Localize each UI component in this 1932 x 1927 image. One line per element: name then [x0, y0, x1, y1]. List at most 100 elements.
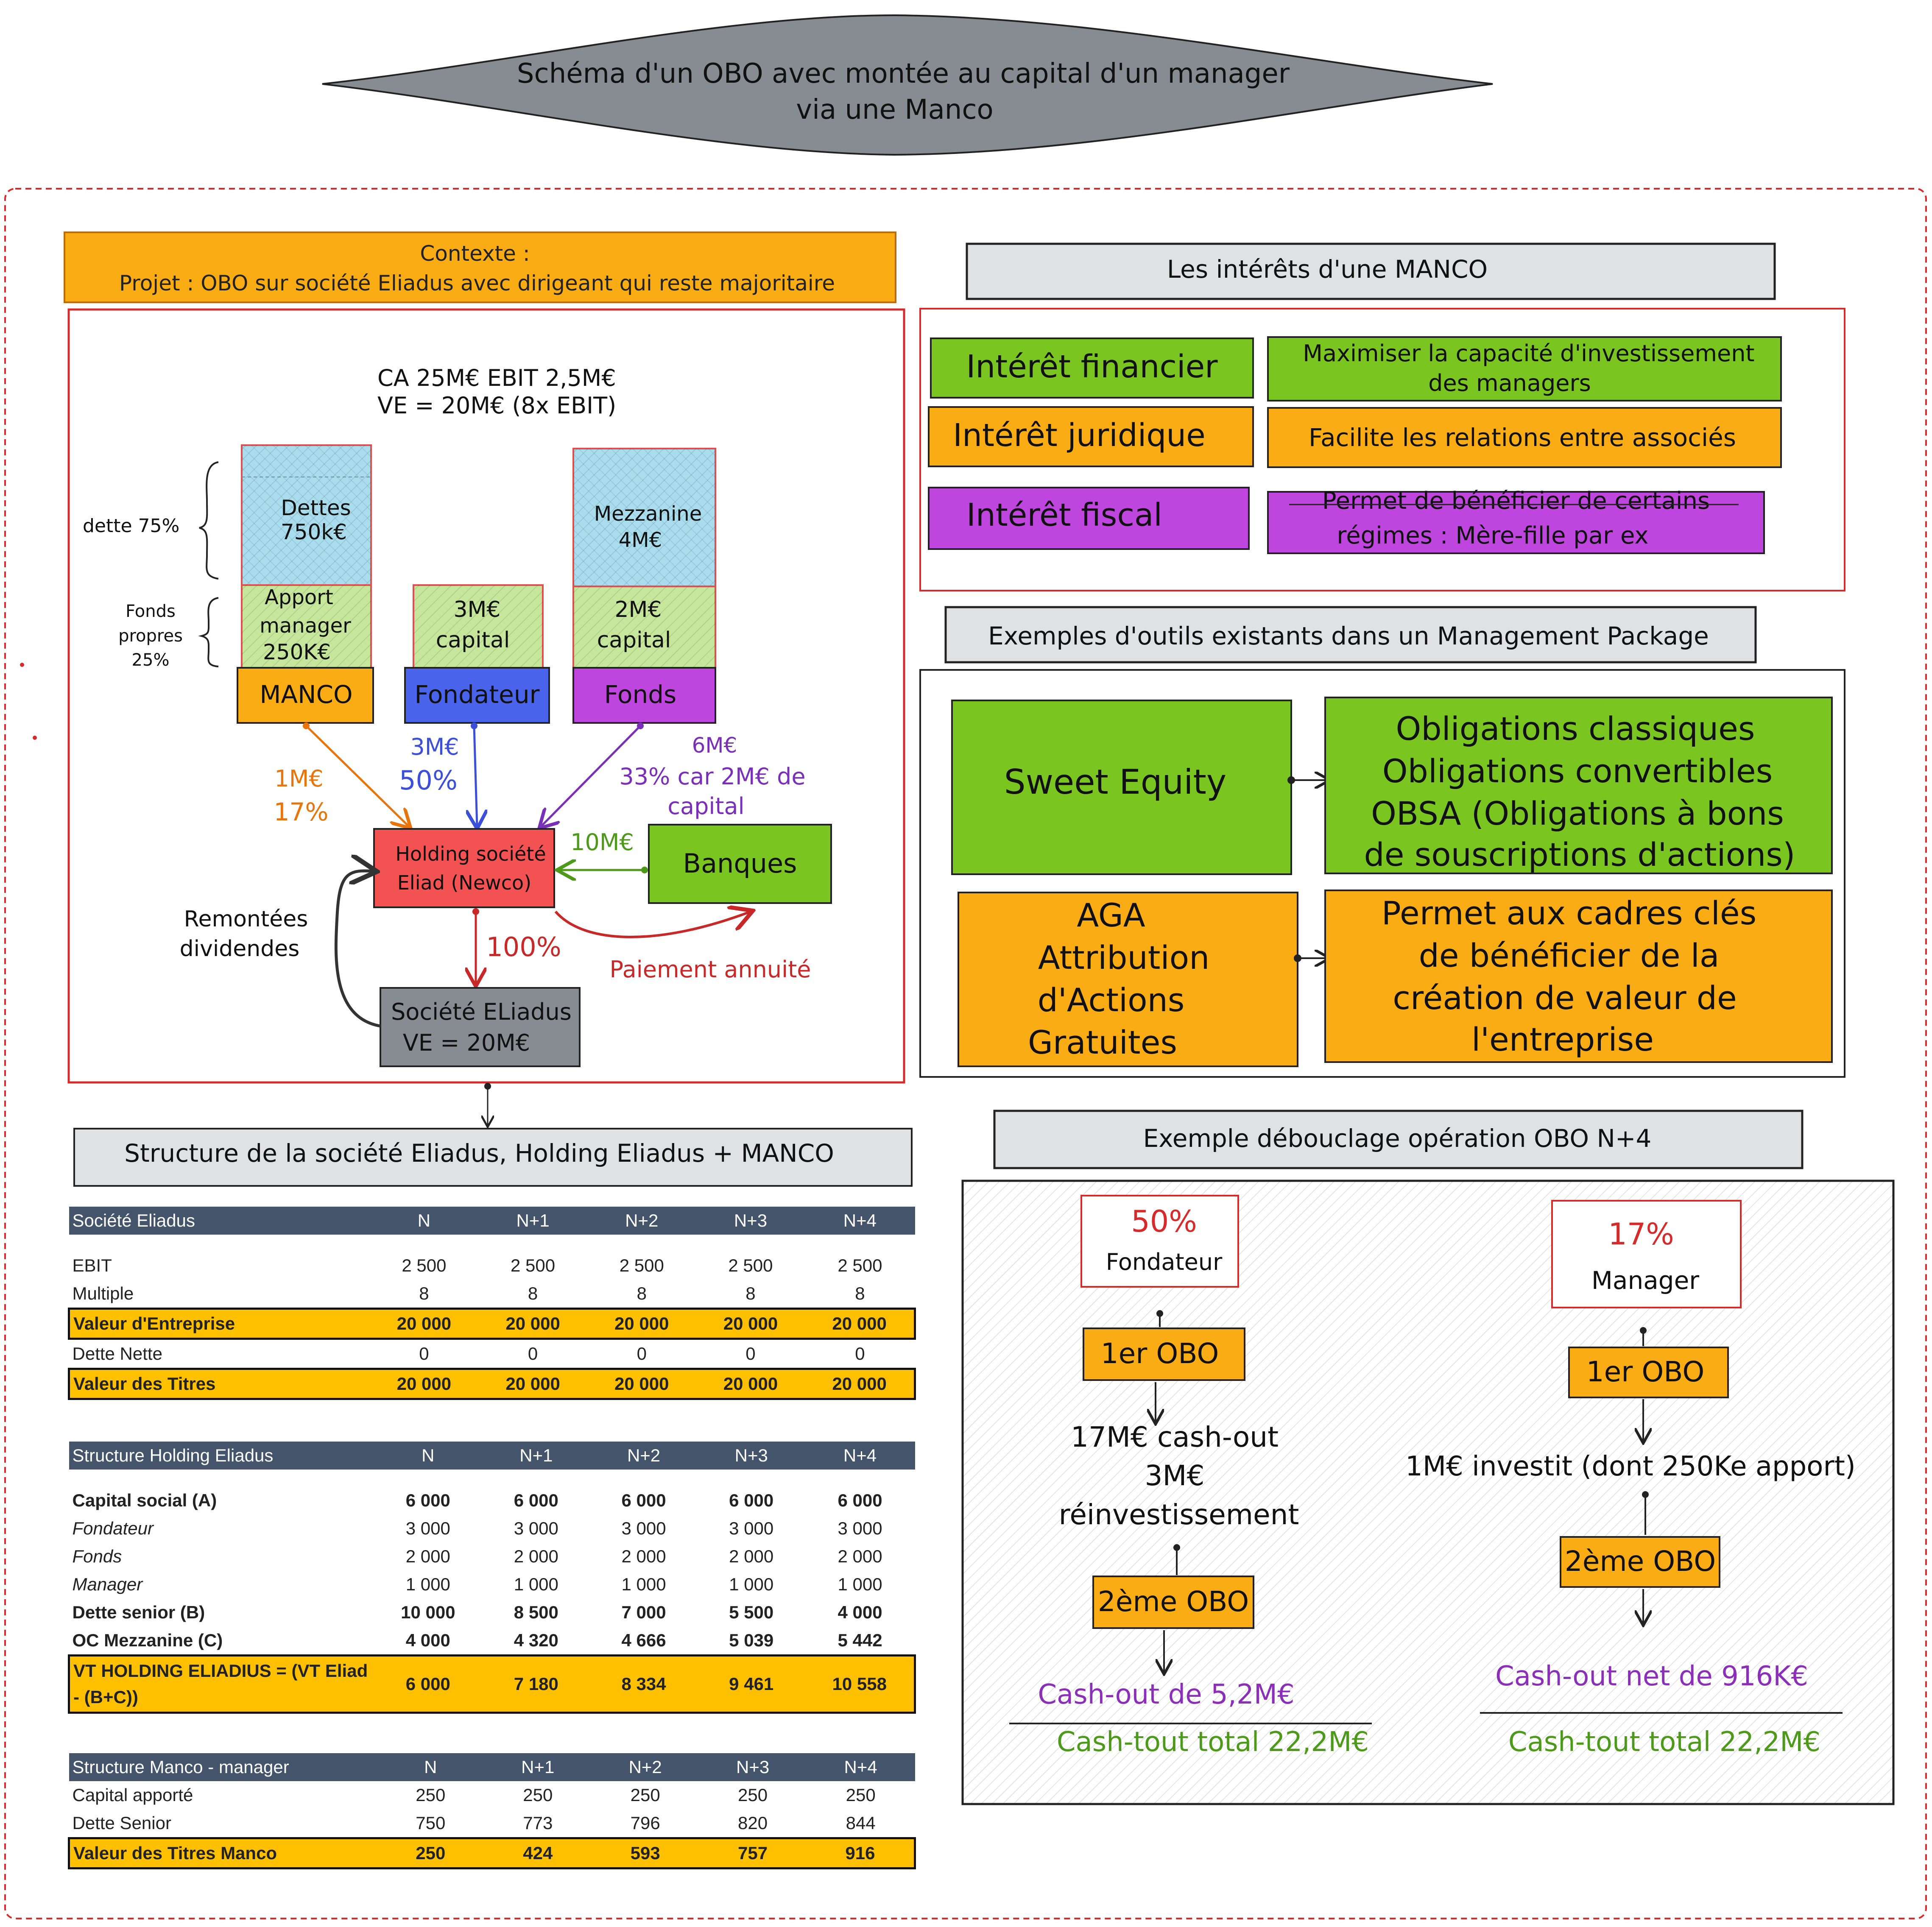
structure-header-text: Structure de la société Eliadus, Holding…	[124, 1139, 834, 1168]
manco-box	[237, 667, 374, 724]
cell: 4 000	[838, 1602, 882, 1622]
fondateur-label: Fondateur	[415, 680, 540, 709]
cell: 20 000	[478, 1308, 587, 1340]
cell: 20 000	[587, 1368, 696, 1400]
cell: 3 000	[514, 1518, 558, 1538]
cell: 20 000	[696, 1308, 805, 1340]
table-row: Capital apporté 250 250 250 250 250	[69, 1781, 915, 1809]
debouclage-header-text: Exemple débouclage opération OBO N+4	[1143, 1124, 1652, 1153]
manco-flow-1: 1M€	[274, 765, 323, 792]
remontees-1: Remontées	[184, 906, 308, 932]
stray-dot	[20, 663, 24, 667]
cell: 424	[484, 1837, 592, 1869]
obligations-3: OBSA (Obligations à bons	[1371, 795, 1784, 832]
cell: 3 000	[838, 1518, 882, 1538]
cell: 10 558	[805, 1654, 916, 1714]
cell: 0	[637, 1344, 647, 1364]
table-header-cell: N+1	[484, 1753, 592, 1781]
fonds-flow-3: capital	[667, 793, 744, 820]
cell: 6 000	[729, 1490, 774, 1510]
table-header-cell: N+3	[699, 1753, 807, 1781]
manager-name: Manager	[1591, 1266, 1699, 1295]
cell: 6 000	[514, 1490, 558, 1510]
cell: 844	[846, 1813, 876, 1833]
interet-fiscal-box	[928, 487, 1250, 550]
table-header-cell: Société Eliadus	[69, 1207, 370, 1235]
fondateur-text-3: réinvestissement	[1059, 1498, 1299, 1531]
table-header-cell: Structure Holding Eliadus	[69, 1442, 374, 1470]
context-line2: Projet : OBO sur société Eliadus avec di…	[119, 271, 835, 296]
manco-flow-2: 17%	[274, 798, 329, 826]
brace-fonds-propres	[198, 597, 219, 667]
manco-label: MANCO	[260, 680, 352, 709]
remontees-arrow	[334, 871, 380, 1028]
permet-2: de bénéficier de la	[1419, 937, 1720, 974]
manager-pct: 17%	[1608, 1217, 1674, 1252]
cell: 20 000	[369, 1368, 479, 1400]
table-row: Dette senior (B) 10 000 8 500 7 000 5 50…	[69, 1598, 915, 1626]
cell: 1 000	[729, 1574, 774, 1594]
fonds-flow-2: 33% car 2M€ de	[619, 763, 805, 790]
table-row: EBIT 2 500 2 500 2 500 2 500 2 500	[69, 1252, 915, 1280]
table-header-cell: N	[369, 1207, 479, 1235]
table-header-cell: N+4	[805, 1207, 915, 1235]
fondateur-name: Fondateur	[1106, 1249, 1223, 1275]
cell: 250	[377, 1837, 484, 1869]
cell: 8	[528, 1283, 538, 1303]
cell: 250	[416, 1785, 446, 1805]
table-header-cell: N	[374, 1442, 483, 1470]
table-header-row: Structure Manco - manager N N+1 N+2 N+3 …	[69, 1753, 915, 1781]
row-label: Capital apporté	[72, 1785, 193, 1805]
cell: 2 500	[402, 1255, 447, 1275]
cell: 750	[416, 1813, 446, 1833]
cell: 2 500	[619, 1255, 664, 1275]
interet-financier-desc-2: des managers	[1428, 370, 1591, 396]
fonds-label: Fonds	[604, 680, 677, 709]
row-label: OC Mezzanine (C)	[72, 1630, 223, 1650]
manager-cashout: Cash-out net de 916K€	[1495, 1661, 1808, 1692]
table-header-cell: N+3	[697, 1442, 805, 1470]
cell: 250	[846, 1785, 876, 1805]
interet-financier-desc-1: Maximiser la capacité d'investissement	[1303, 340, 1754, 367]
manco-equity-2: manager	[260, 614, 351, 638]
fondateur-total: Cash-tout total 22,2M€	[1057, 1726, 1369, 1758]
interet-juridique-box	[928, 406, 1254, 467]
fondateur-flow-1: 3M€	[410, 733, 459, 760]
pct-100: 100%	[486, 931, 561, 962]
holding-line1: Holding société	[395, 842, 546, 865]
fonds-capital-2: capital	[597, 627, 671, 653]
row-label: Fondateur	[72, 1518, 154, 1538]
table-header-cell: N+1	[478, 1207, 587, 1235]
interets-header-text: Les intérêts d'une MANCO	[1167, 255, 1488, 284]
interets-frame	[919, 308, 1845, 591]
sweet-equity: Sweet Equity	[1004, 762, 1226, 802]
cell: 8	[855, 1283, 865, 1303]
outils-header	[944, 606, 1757, 664]
row-label: EBIT	[72, 1255, 112, 1275]
table-header-cell: Structure Manco - manager	[69, 1753, 377, 1781]
manco-stack: Dettes 750k€ Apport manager 250K€	[241, 444, 372, 669]
cell: 0	[419, 1344, 429, 1364]
row-label: Dette Senior	[72, 1813, 171, 1833]
cell: 773	[523, 1813, 553, 1833]
societe-line2: VE = 20M€	[403, 1029, 530, 1056]
cell: 5 500	[729, 1602, 774, 1622]
manager-obo2-box	[1560, 1536, 1720, 1588]
societe-box	[380, 987, 581, 1067]
manco-equity-1: Apport	[265, 586, 333, 609]
cell: 0	[855, 1344, 865, 1364]
dette-75-label: dette 75%	[83, 515, 179, 537]
fondateur-to-holding-arrow	[474, 725, 477, 827]
table-row-highlight: VT HOLDING ELIADIUS = (VT Eliad - (B+C))…	[68, 1654, 916, 1714]
cell: 20 000	[478, 1368, 587, 1400]
cell: 593	[591, 1837, 699, 1869]
fonds-propres-2: propres	[118, 626, 183, 646]
interet-fiscal-desc-1: Permet de bénéficier de certains	[1322, 487, 1710, 515]
cell: 20 000	[805, 1308, 916, 1340]
table-row: Fonds 2 000 2 000 2 000 2 000 2 000	[69, 1542, 915, 1570]
row-label: Multiple	[72, 1283, 134, 1303]
row-label: Dette Nette	[72, 1344, 162, 1364]
cell: 20 000	[805, 1368, 916, 1400]
cell: 20 000	[369, 1308, 479, 1340]
